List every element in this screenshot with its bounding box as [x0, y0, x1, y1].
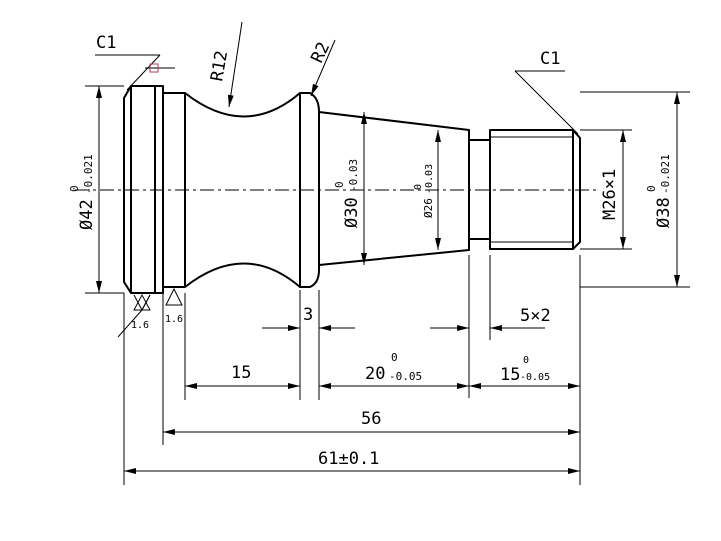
- label-chamfer-left: C1: [96, 33, 116, 53]
- svg-text:0: 0: [413, 184, 424, 190]
- svg-text:1.6: 1.6: [131, 320, 149, 331]
- svg-text:20: 20: [365, 364, 385, 384]
- label-thread: M26×1: [600, 169, 620, 220]
- svg-text:Ø38: Ø38: [654, 197, 674, 228]
- svg-text:0: 0: [68, 185, 81, 192]
- svg-text:R2: R2: [307, 39, 334, 66]
- svg-text:R12: R12: [207, 49, 232, 83]
- svg-text:M26×1: M26×1: [600, 169, 620, 220]
- label-radius-fillet: R2: [307, 39, 334, 66]
- label-dim-15b: 15 0 -0.05: [500, 355, 550, 385]
- label-radius-groove: R12: [207, 49, 232, 83]
- svg-text:Ø42: Ø42: [77, 199, 97, 230]
- svg-text:0: 0: [645, 185, 658, 192]
- svg-text:0: 0: [391, 351, 398, 364]
- svg-text:-0.03: -0.03: [424, 164, 435, 194]
- svg-text:1.6: 1.6: [165, 314, 183, 325]
- extension-lines: [85, 85, 690, 485]
- svg-text:-0.021: -0.021: [659, 154, 672, 194]
- svg-text:0: 0: [333, 181, 346, 188]
- shaft-outline: [123, 85, 581, 294]
- svg-text:-0.03: -0.03: [347, 159, 360, 192]
- label-dim-56: 56: [361, 409, 381, 429]
- svg-text:Ø30: Ø30: [342, 197, 362, 228]
- svg-text:-0.05: -0.05: [389, 370, 422, 383]
- svg-text:15: 15: [500, 365, 520, 385]
- label-diameter-30: Ø30 0 -0.03: [333, 159, 362, 228]
- label-diameter-42: Ø42 0 -0.021: [68, 154, 97, 230]
- roughness-symbol-2: 1.6: [165, 287, 183, 325]
- svg-text:0: 0: [523, 355, 529, 366]
- roughness-symbol-1: 1.6: [117, 293, 151, 338]
- svg-text:-0.021: -0.021: [82, 154, 95, 194]
- selection-handle: [149, 63, 159, 73]
- svg-text:-0.05: -0.05: [520, 372, 550, 383]
- label-dim-3: 3: [303, 305, 313, 325]
- label-chamfer-right: C1: [540, 49, 560, 69]
- label-diameter-38: Ø38 0 -0.021: [645, 154, 674, 228]
- label-dim-5x2: 5×2: [520, 306, 551, 326]
- label-diameter-26: Ø26 0 -0.03: [413, 164, 435, 218]
- svg-text:Ø26: Ø26: [422, 198, 435, 218]
- label-dim-20: 20 0 -0.05: [365, 351, 422, 384]
- label-dim-15: 15: [231, 363, 251, 383]
- label-dim-61: 61±0.1: [318, 449, 379, 469]
